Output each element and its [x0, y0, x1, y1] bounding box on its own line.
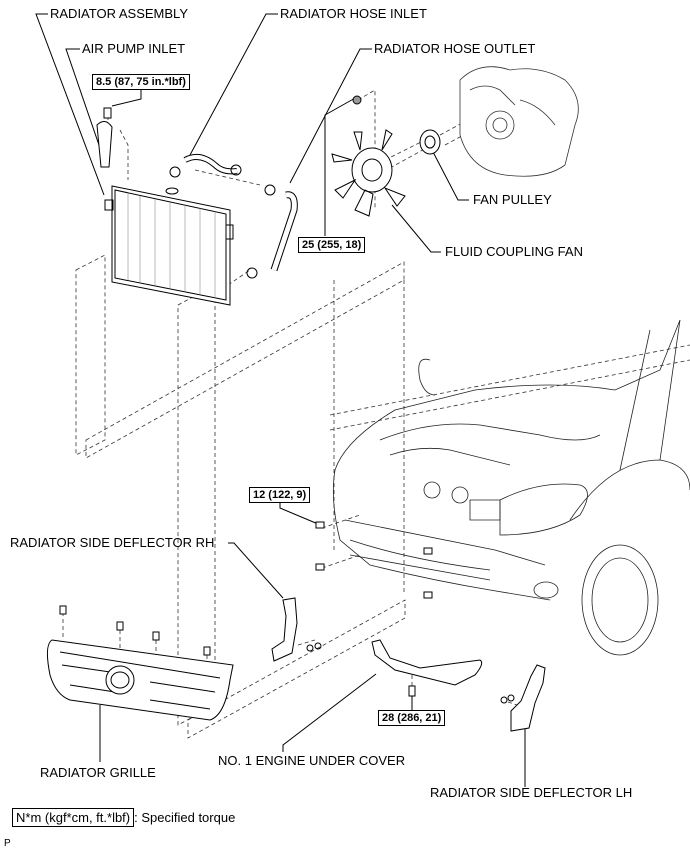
leader-fan-pulley	[432, 150, 469, 200]
leader-deflector-rh	[228, 543, 283, 598]
label-no1-engine-under-cover: NO. 1 ENGINE UNDER COVER	[218, 753, 406, 768]
leader-radiator-hose-outlet	[290, 49, 372, 183]
label-radiator-side-deflector-lh: RADIATOR SIDE DEFLECTOR LH	[430, 785, 633, 800]
deflector-lh-drawing	[501, 665, 545, 731]
leader-lines	[36, 14, 525, 787]
fan-drawing	[332, 130, 440, 216]
under-cover-drawing	[372, 640, 482, 696]
leader-radiator-assembly	[36, 14, 104, 195]
label-radiator-side-deflector-rh: RADIATOR SIDE DEFLECTOR RH	[10, 535, 215, 550]
legend-description: : Specified torque	[134, 810, 236, 825]
vehicle-drawing	[333, 320, 690, 655]
leader-bumper-torque	[280, 500, 318, 524]
figure-code: P	[4, 838, 11, 849]
torque-bumper-bolt: 12 (122, 9)	[249, 487, 311, 503]
torque-air-pump-bolt: 8.5 (87, 75 in.*lbf)	[92, 74, 190, 90]
bumper-bolts	[316, 522, 432, 598]
torque-legend: N*m (kgf*cm, ft.*lbf): Specified torque	[12, 808, 235, 827]
leader-under-cover	[283, 674, 376, 752]
hose-drawings	[97, 96, 361, 278]
leader-air-pump-torque	[112, 90, 141, 106]
leader-radiator-hose-inlet	[190, 14, 278, 155]
legend-unit-box: N*m (kgf*cm, ft.*lbf)	[12, 808, 135, 827]
label-radiator-grille: RADIATOR GRILLE	[40, 765, 156, 780]
label-radiator-assembly: RADIATOR ASSEMBLY	[50, 6, 188, 21]
label-fluid-coupling-fan: FLUID COUPLING FAN	[445, 244, 583, 259]
leader-fan-nut-torque	[325, 97, 357, 236]
label-air-pump-inlet: AIR PUMP INLET	[82, 41, 186, 56]
label-fan-pulley: FAN PULLEY	[473, 192, 552, 207]
radiator-grille-drawing	[47, 606, 233, 720]
label-radiator-hose-inlet: RADIATOR HOSE INLET	[280, 6, 427, 21]
leader-fluid-coupling-fan	[392, 205, 441, 252]
torque-fan-nut: 25 (255, 18)	[298, 237, 366, 253]
engine-drawing	[460, 67, 578, 177]
torque-under-cover-bolt: 28 (286, 21)	[378, 710, 446, 726]
leader-air-pump-inlet	[66, 49, 100, 148]
radiator-assembly-drawing	[105, 186, 233, 305]
deflector-rh-drawing	[272, 598, 321, 661]
label-radiator-hose-outlet: RADIATOR HOSE OUTLET	[374, 41, 536, 56]
